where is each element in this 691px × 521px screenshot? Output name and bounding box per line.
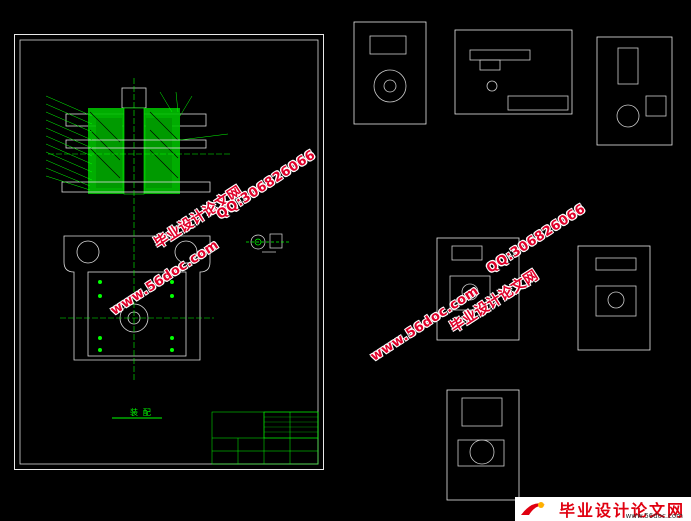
small-part-detail <box>246 233 290 253</box>
detail-sheet-6[interactable] <box>446 389 520 501</box>
detail-sheet-5[interactable] <box>577 245 651 351</box>
die-section-view <box>45 78 232 228</box>
die-plan-view <box>60 230 214 380</box>
detail-sheet-1[interactable] <box>353 21 427 125</box>
main-title-label: 装 配 <box>130 408 151 417</box>
main-assembly-sheet[interactable] <box>14 34 324 470</box>
title-block <box>211 411 319 465</box>
detail-sheet-2[interactable] <box>454 29 573 115</box>
detail-sheet-3[interactable] <box>596 36 673 146</box>
detail-sheet-4[interactable] <box>436 237 520 341</box>
banner-brand-text: 毕业设计论文网 <box>558 501 685 520</box>
logo-icon <box>521 502 545 515</box>
brand-banner[interactable]: 毕业设计论文网 www.56doc.com <box>515 497 691 521</box>
banner-url-text: www.56doc.com <box>625 512 683 520</box>
